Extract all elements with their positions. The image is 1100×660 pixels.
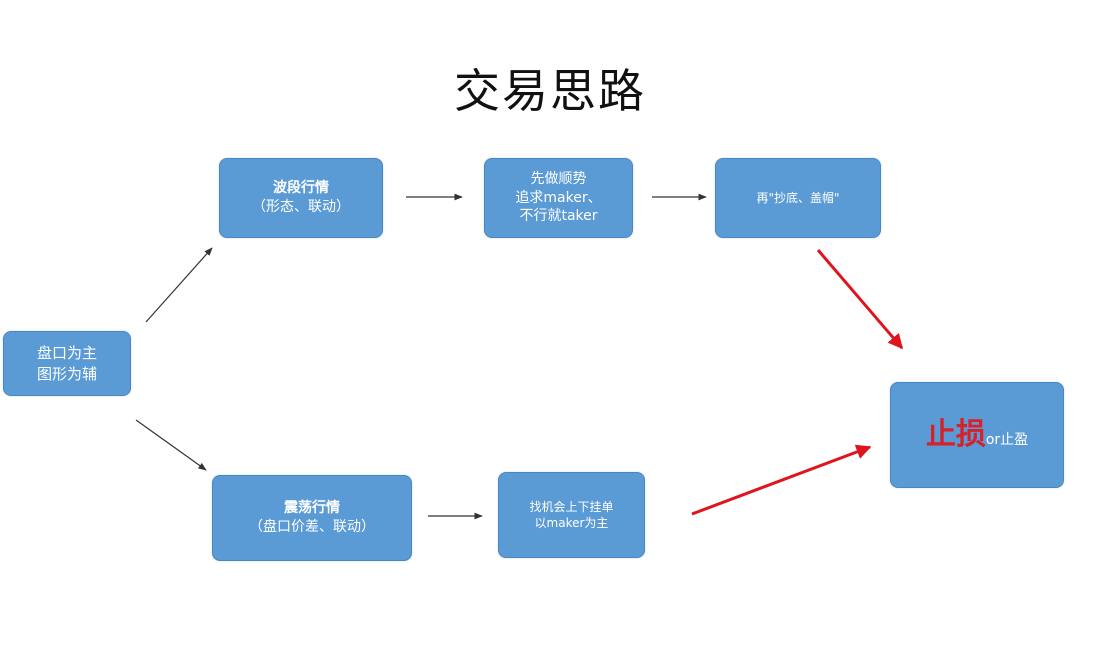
node-trend: 先做顺势 追求maker、 不行就taker [484,158,633,238]
node-main-line-1: 盘口为主 [36,344,97,363]
node-range-line-1: 震荡行情 [284,500,340,517]
node-grid-line-2: 以maker为主 [534,516,609,530]
node-trend-line-3: 不行就taker [519,208,598,225]
arrow-main-to-wave [145,247,213,323]
node-main-line-2: 图形为辅 [36,364,97,383]
node-wave-line-1: 波段行情 [273,180,329,197]
node-main: 盘口为主 图形为辅 [3,331,131,396]
node-again-line-1: 再"抄底、盖帽" [756,190,840,205]
red-arrow-again-to-stop [816,249,904,350]
node-trend-line-2: 追求maker、 [515,189,602,206]
node-stop-text: 止损 or止盈 [926,415,1028,456]
node-wave-line-2: （形态、联动） [252,199,350,215]
node-stop-loss-label: 止损 [925,416,986,452]
node-grid-line-1: 找机会上下挂单 [529,499,614,514]
node-grid: 找机会上下挂单 以maker为主 [498,472,645,558]
node-range: 震荡行情 （盘口价差、联动） [212,475,412,561]
node-stop-profit-label: or止盈 [985,431,1029,448]
red-arrow-grid-to-stop [691,444,872,516]
node-again: 再"抄底、盖帽" [715,158,881,238]
node-trend-line-1: 先做顺势 [530,170,587,187]
arrow-main-to-range [135,419,207,471]
node-stop: 止损 or止盈 [890,382,1064,488]
node-range-line-2: （盘口价差、联动） [249,519,375,535]
node-wave: 波段行情 （形态、联动） [219,158,383,238]
page-title: 交易思路 [454,64,646,118]
